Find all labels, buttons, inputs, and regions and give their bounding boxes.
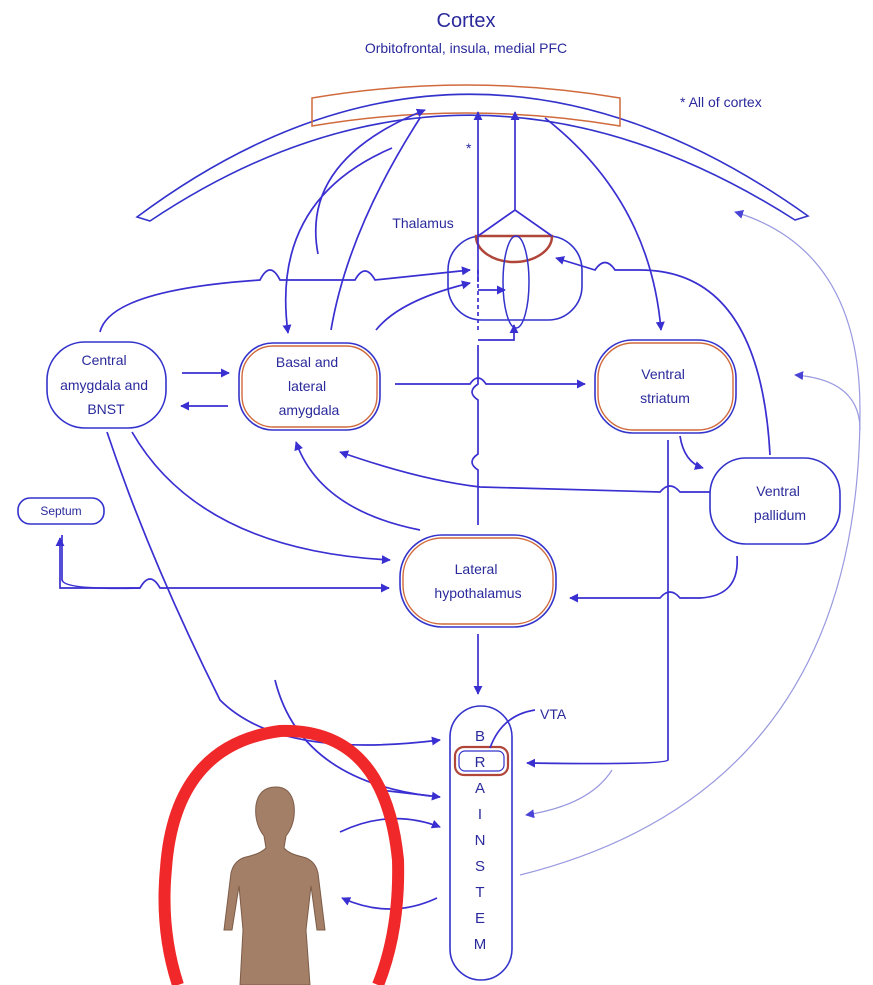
thalamus-label: Thalamus <box>392 215 453 231</box>
cortex-subtitle: Orbitofrontal, insula, medial PFC <box>365 40 567 56</box>
brainstem-letters: B R A I N S T E M <box>474 728 487 953</box>
vta-region-inner <box>458 750 505 772</box>
cortex-arc <box>135 93 810 222</box>
thalamus-return-arrow <box>478 324 519 341</box>
amygdala-to-striatum-arrow <box>395 377 586 389</box>
hypothalamus-thalamus-line <box>471 345 479 525</box>
cortex-from-amygdala-arrow <box>314 108 426 255</box>
orbitofrontal-region <box>311 84 621 127</box>
brainstem-letter: A <box>475 780 485 797</box>
thalamus-nucleus <box>474 234 554 264</box>
septum-hypothalamus-arrow <box>61 535 390 593</box>
highlight-circle <box>158 724 405 985</box>
striatum-to-vta-arrow <box>526 440 669 768</box>
hypothalamus-to-amygdala-arrow <box>294 441 421 531</box>
central-to-brainstem-arrow-2 <box>379 789 441 801</box>
brainstem-to-cortex-arrow <box>519 210 861 876</box>
asterisk-marker: * <box>466 140 472 156</box>
pallidum-to-brainstem-arrow <box>525 769 613 819</box>
amygdala-to-thalamus-arrow <box>375 280 471 331</box>
cortex-to-striatum-arrow <box>544 117 665 331</box>
brainstem-letter: R <box>475 754 486 771</box>
brainstem-letter: S <box>475 858 485 875</box>
basal-lateral-amygdala-label: Basal and lateral amygdala <box>276 354 342 418</box>
central-amygdala-label: Central amygdala and BNST <box>60 352 152 417</box>
basal-lateral-amygdala-inner <box>241 345 378 428</box>
to-septum-arrow <box>55 537 140 589</box>
lateral-hypothalamus-inner <box>402 537 554 625</box>
ventral-pallidum-label: Ventral pallidum <box>754 483 806 523</box>
vta-region <box>453 745 510 777</box>
brainstem-letter: E <box>475 910 485 927</box>
ventral-striatum-node <box>594 339 737 434</box>
septum-node <box>17 497 105 525</box>
ventral-pallidum-node <box>709 457 841 545</box>
brainstem-letter: I <box>478 806 482 823</box>
pallidum-to-thalamus-arrow <box>555 256 771 456</box>
brainstem-letter: N <box>475 832 486 849</box>
amygdala-cortex-line <box>330 117 421 331</box>
human-body-silhouette-icon <box>223 786 326 985</box>
cortex-to-amygdala-arrow <box>282 147 393 334</box>
thalamus-projection-lines <box>477 208 553 237</box>
central-amygdala-node <box>46 341 167 429</box>
central-amygdala-to-thalamus-arrow <box>99 266 471 333</box>
central-to-hypothalamus-arrow <box>131 431 391 565</box>
pallidum-to-amygdala-arrow <box>339 450 710 493</box>
septum-label: Septum <box>40 504 81 518</box>
brainstem-letter: T <box>475 884 484 901</box>
brainstem-to-striatum-arrow <box>794 371 861 431</box>
central-to-brainstem-line-2 <box>274 679 431 797</box>
all-cortex-note: * All of cortex <box>680 94 762 110</box>
brainstem-letter: B <box>475 728 485 745</box>
vta-leader-line <box>489 709 536 749</box>
ventral-striatum-label: Ventral striatum <box>640 366 690 406</box>
vta-label: VTA <box>540 706 567 722</box>
cortex-title: Cortex <box>437 10 496 32</box>
lateral-hypothalamus-node <box>399 534 557 628</box>
striatum-to-pallidum-arrow <box>679 435 704 470</box>
thalamus-box <box>447 235 583 321</box>
lateral-hypothalamus-label: Lateral hypothalamus <box>434 561 521 601</box>
brainstem-letter: M <box>474 936 487 953</box>
pallidum-to-hypothalamus-arrow <box>569 555 738 603</box>
brainstem-to-body-arrow <box>341 897 438 910</box>
basal-lateral-amygdala-node <box>238 342 381 431</box>
ventral-striatum-inner <box>597 342 734 431</box>
